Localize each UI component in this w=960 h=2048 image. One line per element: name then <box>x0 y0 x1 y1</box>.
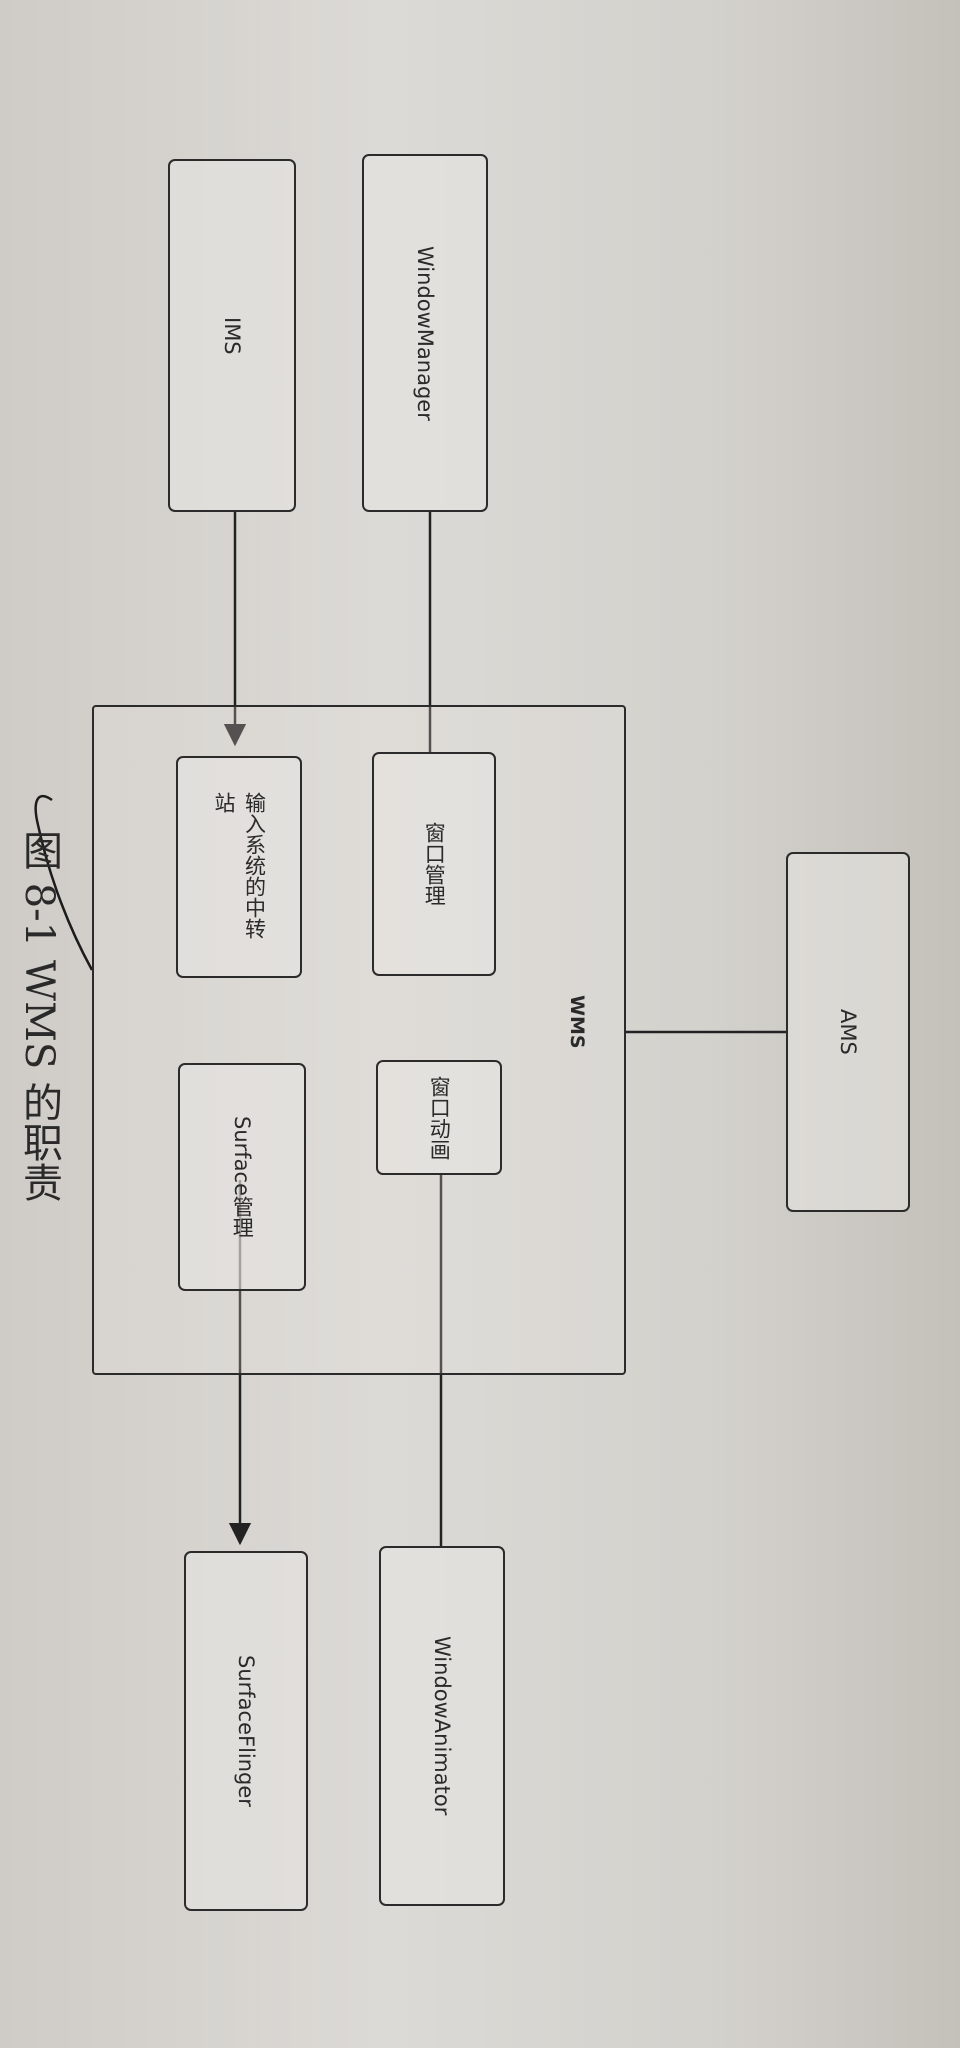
pen-mark <box>34 794 94 971</box>
window-management-node: 窗口管理 <box>372 752 496 976</box>
windowmanager-node: WindowManager <box>362 154 488 512</box>
input-relay-node: 输入系统的中转站 <box>176 756 302 978</box>
figure-caption: 图 8-1 WMS 的职责 <box>16 830 62 1203</box>
ims-node: IMS <box>168 159 296 512</box>
windowmanager-label: WindowManager <box>413 245 438 421</box>
surfaceflinger-label: SurfaceFlinger <box>234 1655 259 1807</box>
surfaceflinger-node: SurfaceFlinger <box>184 1551 308 1911</box>
ims-label: IMS <box>220 316 245 355</box>
window-animation-label: 窗口动画 <box>427 1075 452 1160</box>
windowanimator-label: WindowAnimator <box>430 1636 455 1816</box>
surface-management-label: Surface管理 <box>230 1115 255 1238</box>
window-animation-node: 窗口动画 <box>376 1060 502 1175</box>
wms-label: WMS <box>566 995 588 1049</box>
windowanimator-node: WindowAnimator <box>379 1546 505 1906</box>
ams-node: AMS <box>786 852 910 1212</box>
window-management-label: 窗口管理 <box>422 822 447 906</box>
input-relay-label: 输入系统的中转站 <box>212 792 267 939</box>
surface-management-node: Surface管理 <box>178 1063 306 1291</box>
ams-label: AMS <box>836 1009 861 1055</box>
wms-container <box>92 705 626 1375</box>
